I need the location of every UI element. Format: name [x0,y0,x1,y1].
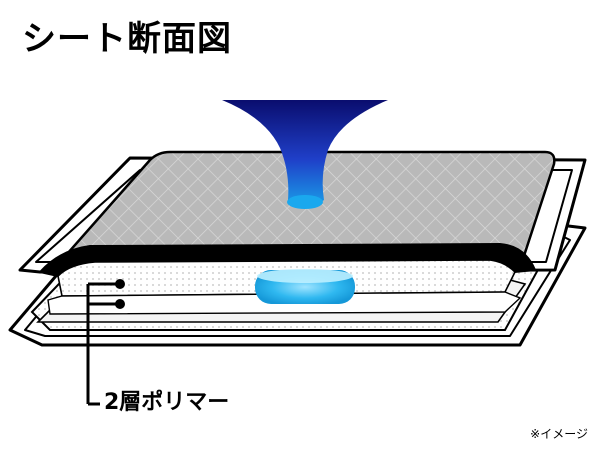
absorbed-liquid-pool [255,269,355,304]
liquid-drop-funnel-icon [222,100,388,209]
page-title: シート断面図 [22,19,232,59]
callout-dot-icon [115,299,125,309]
image-note: ※イメージ [530,427,588,441]
callout-dot-icon [115,279,125,289]
polymer-layer-label: 2層ポリマー [104,390,230,415]
callout-bracket [86,279,125,406]
